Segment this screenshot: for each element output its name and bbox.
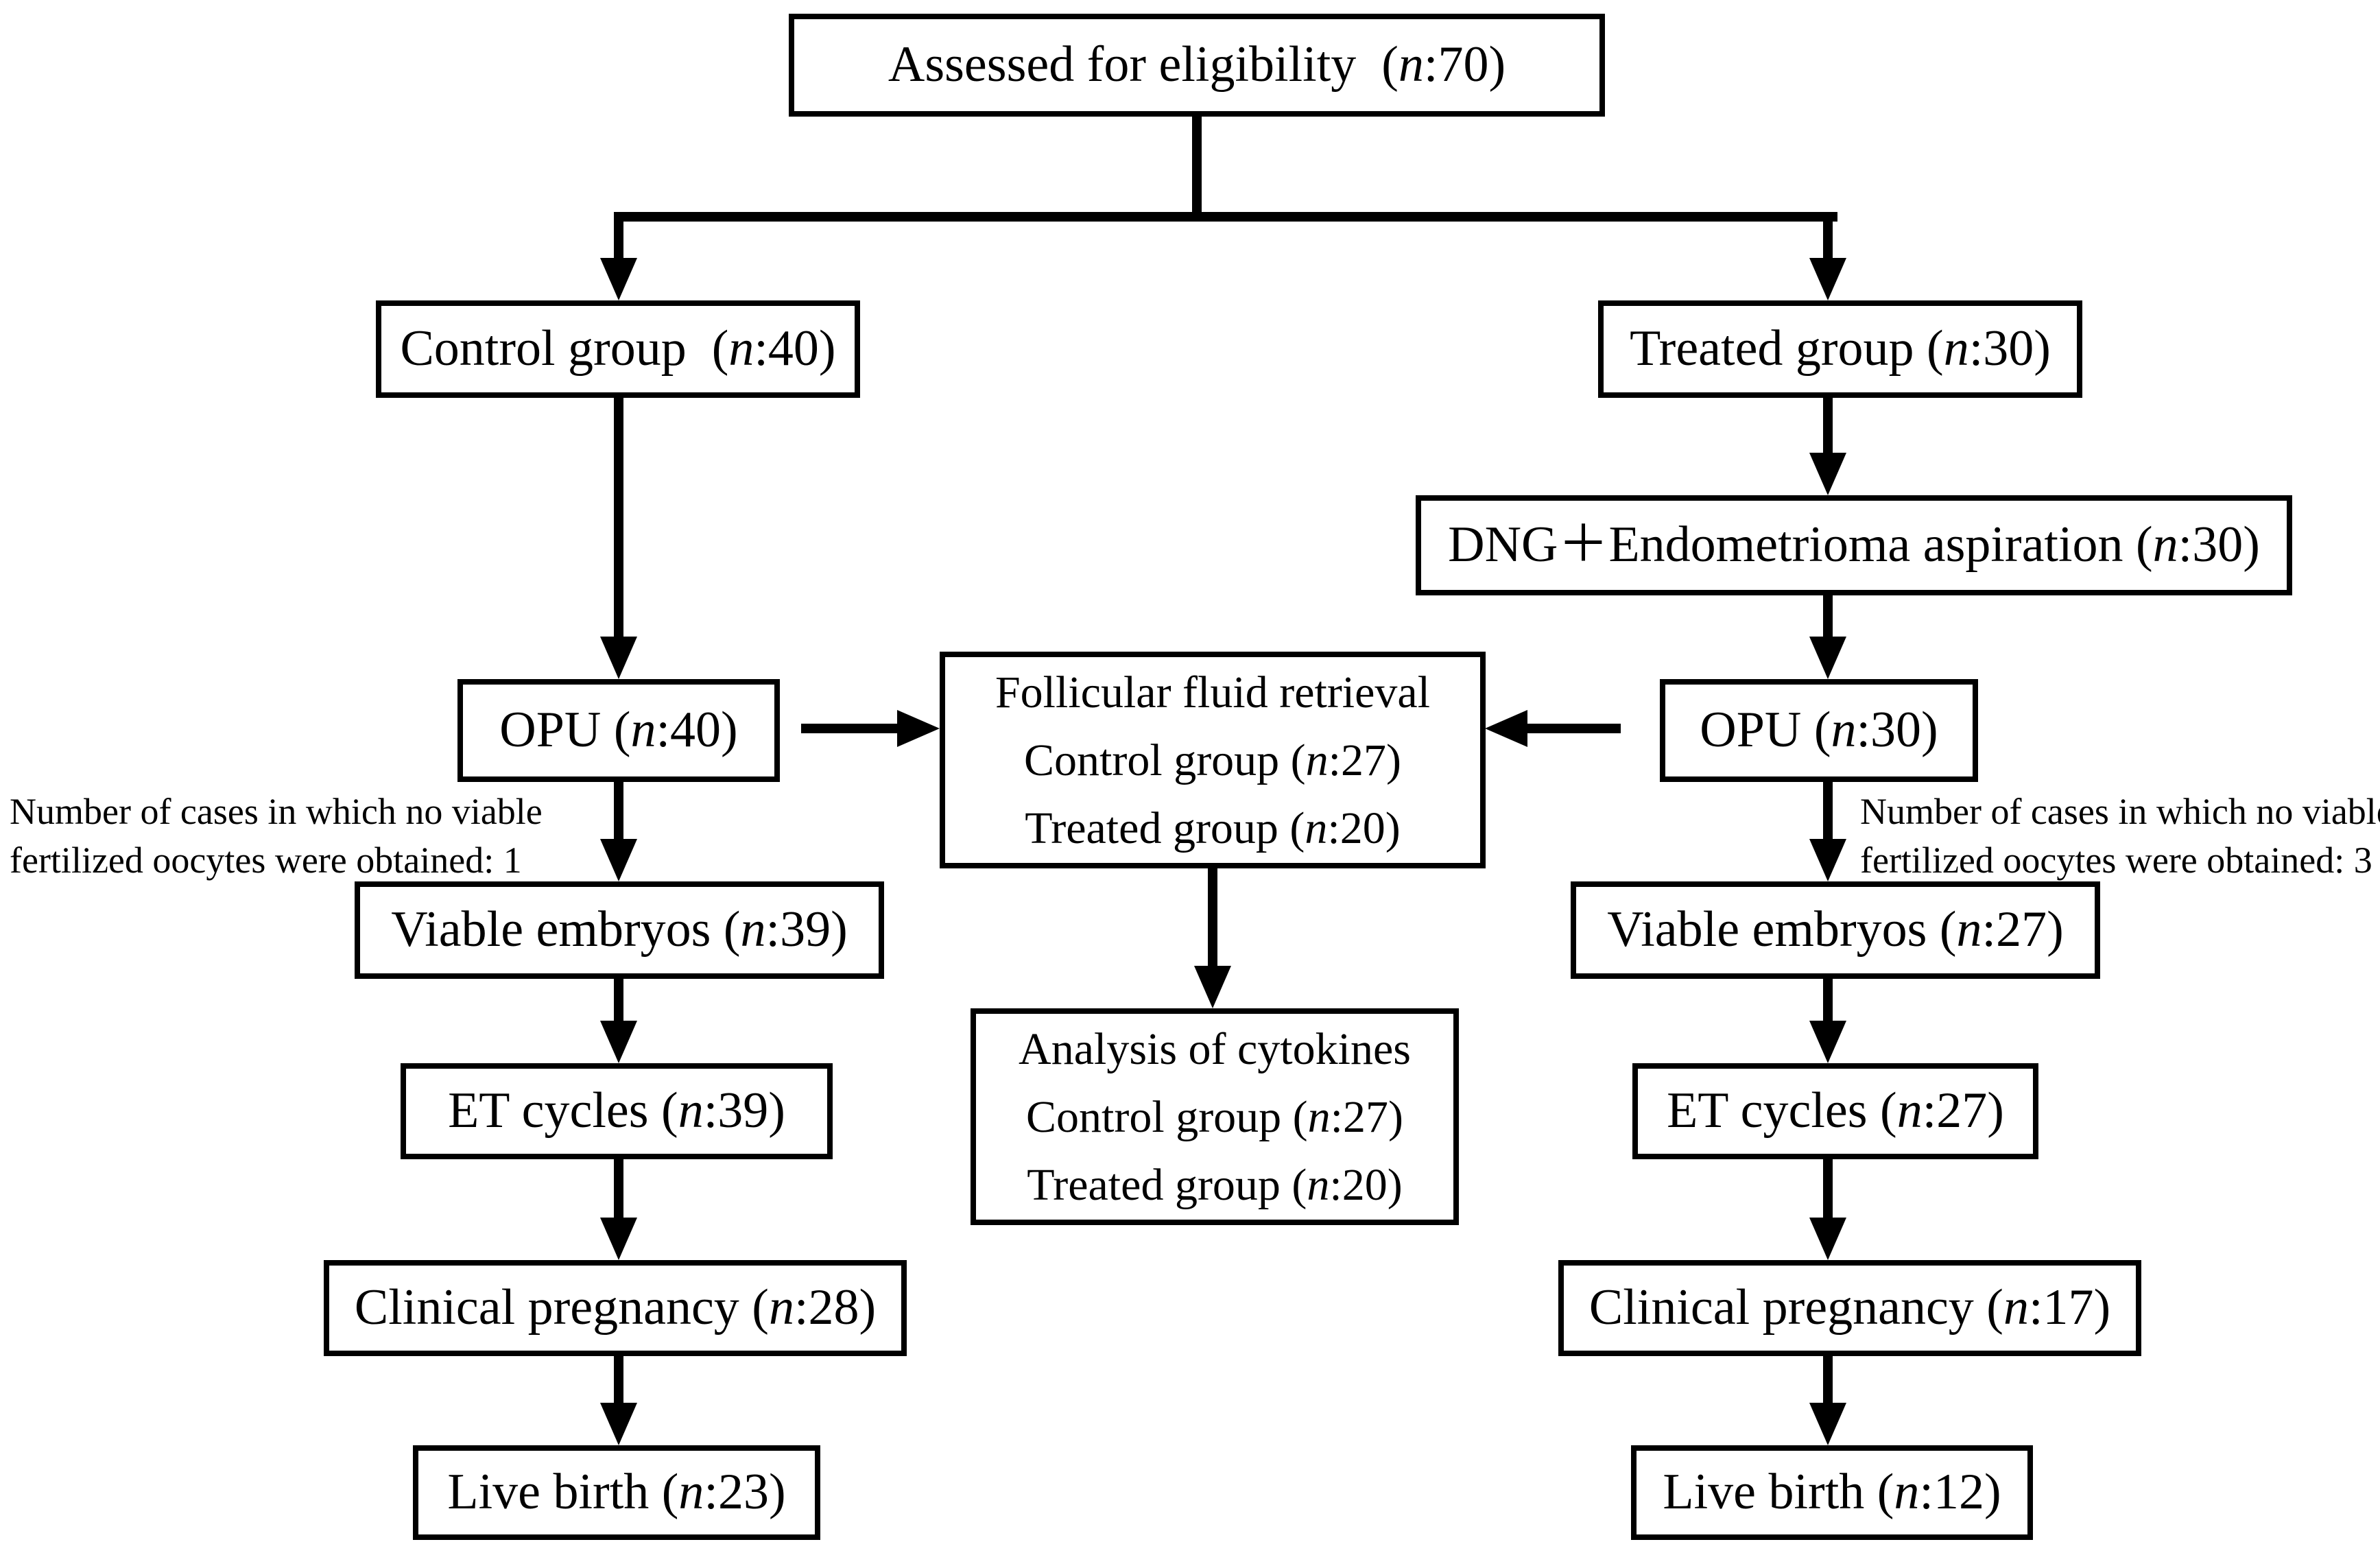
connector-treated-to-dng-bar [1823,396,1833,455]
box-live-birth-left: Live birth (n:23) [413,1445,820,1540]
box-clinical-pregnancy-right: Clinical pregnancy (n:17) [1558,1260,2141,1356]
box-assessed-for-eligibility: Assessed for eligibility (n:70) [789,14,1605,117]
box-live-right-label: Live birth (n:12) [1663,1464,2001,1521]
annotation-left-line-2: fertilized oocytes were obtained: 1 [10,840,522,881]
connector-dng-to-opu-bar [1823,594,1833,639]
connector-viable-to-et-left-bar [614,977,623,1024]
box-treated-group: Treated group (n:30) [1598,300,2082,398]
box-treated-label: Treated group (n:30) [1630,320,2051,377]
analysis-line-3: Treated group (n:20) [1027,1159,1403,1210]
box-clinical-left-label: Clinical pregnancy (n:28) [354,1279,877,1336]
box-clinical-pregnancy-left: Clinical pregnancy (n:28) [324,1260,907,1356]
arrowhead-to-viable-left [600,839,637,881]
arrowhead-into-follicular-right [1485,710,1527,747]
connector-branch-line [614,212,1837,222]
arrowhead-to-live-right [1809,1403,1846,1445]
box-opu-left-label: OPU (n:40) [499,702,738,759]
annotation-left-line-1: Number of cases in which no viable [10,791,543,832]
arrowhead-to-clinical-left [600,1218,637,1260]
box-viable-right-label: Viable embryos (n:27) [1607,901,2064,958]
arrowhead-to-et-left [600,1021,637,1063]
arrowhead-into-follicular-left [897,710,940,747]
connector-et-to-clinical-right-bar [1823,1158,1833,1221]
box-live-left-label: Live birth (n:23) [447,1464,786,1521]
arrowhead-to-analysis [1194,966,1231,1008]
annotation-no-viable-oocytes-left: Number of cases in which no viable ferti… [10,787,543,886]
connector-follicular-to-analysis-bar [1208,867,1217,967]
arrowhead-to-opu-left [600,637,637,679]
annotation-right-line-1: Number of cases in which no viable [1860,791,2380,832]
box-et-left-label: ET cycles (n:39) [448,1082,785,1139]
box-opu-right: OPU (n:30) [1660,679,1978,782]
analysis-line-1: Analysis of cytokines [1019,1023,1411,1074]
arrowhead-to-treated-group [1809,258,1846,300]
follicular-line-2: Control group (n:27) [1024,735,1401,785]
box-et-right-label: ET cycles (n:27) [1667,1082,2004,1139]
connector-clinical-to-live-left-bar [614,1355,623,1406]
connector-et-to-clinical-left-bar [614,1158,623,1221]
box-live-birth-right: Live birth (n:12) [1631,1445,2033,1540]
box-et-cycles-right: ET cycles (n:27) [1632,1063,2038,1159]
box-opu-left: OPU (n:40) [457,679,780,782]
box-dng-label: DNG＋Endometrioma aspiration (n:30) [1448,517,2260,573]
follicular-line-3: Treated group (n:20) [1025,803,1401,853]
connector-opu-right-to-follicular-bar [1525,724,1621,733]
connector-opu-left-to-follicular-bar [801,724,901,733]
connector-assessed-stem [1192,115,1202,217]
arrowhead-to-control-group [600,258,637,300]
arrowhead-to-et-right [1809,1021,1846,1063]
box-opu-right-label: OPU (n:30) [1700,702,1938,759]
follicular-line-1: Follicular fluid retrieval [995,667,1431,717]
box-viable-embryos-right: Viable embryos (n:27) [1571,881,2100,979]
connector-opu-to-viable-left-bar [614,781,623,842]
connector-clinical-to-live-right-bar [1823,1355,1833,1406]
box-control-label: Control group (n:40) [400,320,836,377]
arrowhead-to-live-left [600,1403,637,1445]
analysis-line-2: Control group (n:27) [1026,1091,1403,1142]
box-analysis-of-cytokines: Analysis of cytokines Control group (n:2… [971,1008,1459,1225]
box-viable-embryos-left: Viable embryos (n:39) [355,881,884,979]
annotation-right-line-2: fertilized oocytes were obtained: 3 [1860,840,2372,881]
box-control-group: Control group (n:40) [376,300,860,398]
connector-branch-left-bar [614,212,623,261]
connector-branch-right-bar [1823,212,1833,261]
arrowhead-to-opu-right [1809,637,1846,679]
box-assessed-label: Assessed for eligibility (n:70) [888,36,1506,93]
connector-opu-to-viable-right-bar [1823,781,1833,842]
annotation-no-viable-oocytes-right: Number of cases in which no viable ferti… [1860,787,2380,886]
connector-control-to-opu-bar [614,396,623,638]
arrowhead-to-dng [1809,453,1846,495]
box-et-cycles-left: ET cycles (n:39) [401,1063,833,1159]
arrowhead-to-viable-right [1809,839,1846,881]
box-follicular-fluid-retrieval: Follicular fluid retrieval Control group… [940,652,1486,868]
box-dng-endometrioma-aspiration: DNG＋Endometrioma aspiration (n:30) [1416,495,2292,595]
arrowhead-to-clinical-right [1809,1218,1846,1260]
box-clinical-right-label: Clinical pregnancy (n:17) [1588,1279,2111,1336]
box-viable-left-label: Viable embryos (n:39) [391,901,848,958]
connector-viable-to-et-right-bar [1823,977,1833,1024]
